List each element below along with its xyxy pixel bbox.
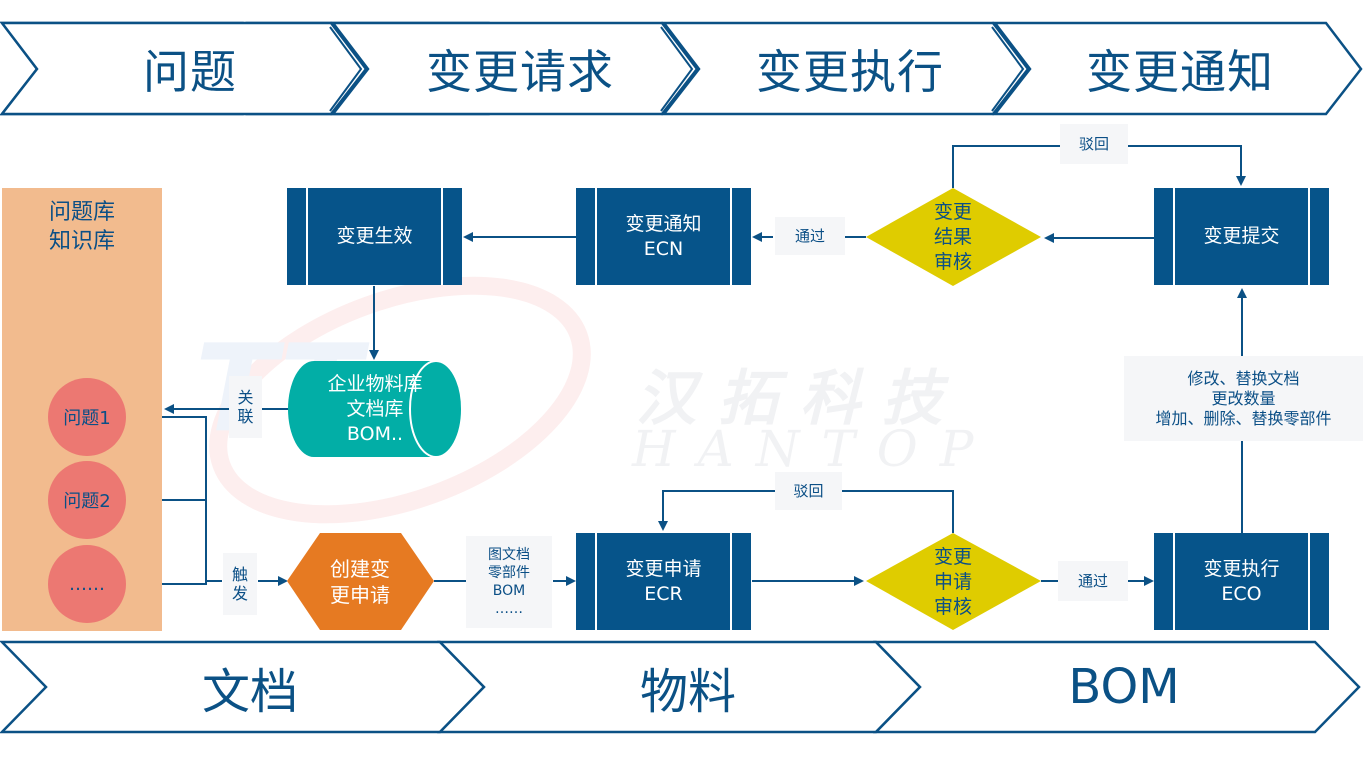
chevron-top-3 — [661, 21, 1030, 116]
chevron-top-4 — [992, 21, 1363, 116]
stage-change-execute: 变更执行 — [756, 45, 944, 99]
reject-bottom-label: 驳回 — [775, 472, 842, 510]
result-review-diamond — [866, 188, 1041, 286]
panel-title: 问题库 知识库 — [48, 200, 115, 254]
link-label: 关联 — [229, 376, 262, 438]
stage-issue: 问题 — [143, 45, 237, 99]
trigger-label: 触发 — [223, 553, 257, 615]
watermark-cn: 汉拓科技 — [636, 364, 964, 434]
watermark-en: HANTOP — [632, 420, 996, 478]
material-db-cylinder — [288, 360, 463, 458]
chevron-top-1 — [0, 21, 368, 116]
chevron-bottom-3 — [873, 640, 1361, 734]
chevron-top-2 — [330, 21, 699, 116]
stage-change-notice: 变更通知 — [1086, 45, 1274, 99]
issue-1[interactable]: 问题1 — [48, 378, 126, 456]
request-review-label[interactable]: 变更申请审核 — [933, 545, 972, 618]
reject-top-label: 驳回 — [1060, 124, 1128, 164]
pass-bottom-label: 通过 — [1058, 561, 1128, 601]
create-request-label[interactable]: 创建变更申请 — [330, 556, 390, 607]
issue-2[interactable]: 问题2 — [48, 461, 126, 539]
change-submit-box[interactable]: 变更提交 — [1154, 188, 1329, 285]
stage-change-request: 变更请求 — [426, 45, 614, 99]
result-review-label[interactable]: 变更结果审核 — [933, 200, 972, 273]
stage-bom: BOM — [1068, 659, 1180, 715]
stage-material: 物料 — [639, 664, 736, 720]
stage-document: 文档 — [201, 664, 298, 720]
change-effective-box[interactable]: 变更生效 — [287, 188, 462, 285]
create-request-hexagon — [287, 533, 434, 630]
request-review-diamond — [866, 533, 1041, 630]
actions-label: 修改、替换文档更改数量增加、删除、替换零部件 — [1124, 356, 1363, 441]
pass-top-label: 通过 — [775, 217, 845, 255]
issue-more[interactable]: …… — [48, 545, 126, 623]
